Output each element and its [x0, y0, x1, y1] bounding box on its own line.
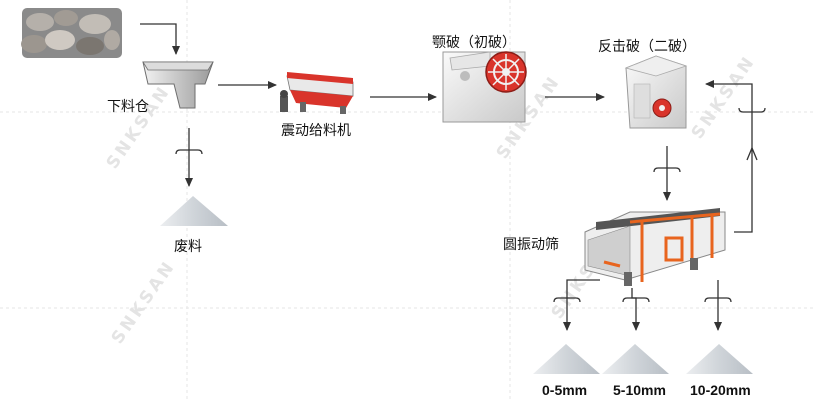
output-label-5-10mm: 5-10mm: [613, 382, 666, 398]
vibrating-screen-machine: [584, 208, 726, 286]
jaw-crusher-machine: [442, 51, 527, 123]
waste-pile: [160, 196, 228, 226]
output-pile-0-5mm: [533, 344, 600, 374]
vibrating-feeder-machine: [280, 72, 354, 114]
return-up-arrowhead: [746, 146, 758, 161]
arrow-stone-to-hopper: [140, 23, 180, 55]
impact-crusher-label: 反击破（二破）: [598, 39, 696, 55]
valve-symbol-10-20mm: [704, 297, 732, 303]
feeder-label: 震动给料机: [281, 123, 351, 139]
valve-symbol-screen-feed: [653, 167, 681, 173]
output-label-10-20mm: 10-20mm: [690, 382, 751, 398]
impact-crusher-machine: [624, 55, 688, 129]
valve-symbol-waste: [175, 149, 203, 155]
waste-label: 废料: [174, 239, 202, 255]
raw-stone-image: [21, 8, 122, 58]
valve-symbol-5-10mm: [622, 297, 650, 303]
arrow-screen-to-0-5mm: [563, 279, 600, 331]
valve-symbol-return: [738, 107, 766, 113]
svg-text:SNKSAN: SNKSAN: [688, 52, 760, 143]
hopper-machine: [142, 61, 214, 109]
output-pile-5-10mm: [602, 344, 669, 374]
output-pile-10-20mm: [686, 344, 753, 374]
arrow-screen-return-to-impact: [705, 80, 753, 233]
vibrating-screen-label: 圆振动筛: [503, 237, 559, 253]
hopper-label: 下料仓: [107, 99, 149, 115]
arrow-screen-to-5-10mm: [631, 288, 640, 331]
jaw-crusher-label: 颚破（初破）: [432, 35, 516, 51]
output-label-0-5mm: 0-5mm: [542, 382, 588, 398]
valve-symbol-0-5mm: [553, 297, 581, 303]
svg-text:SNKSAN: SNKSAN: [108, 257, 180, 348]
